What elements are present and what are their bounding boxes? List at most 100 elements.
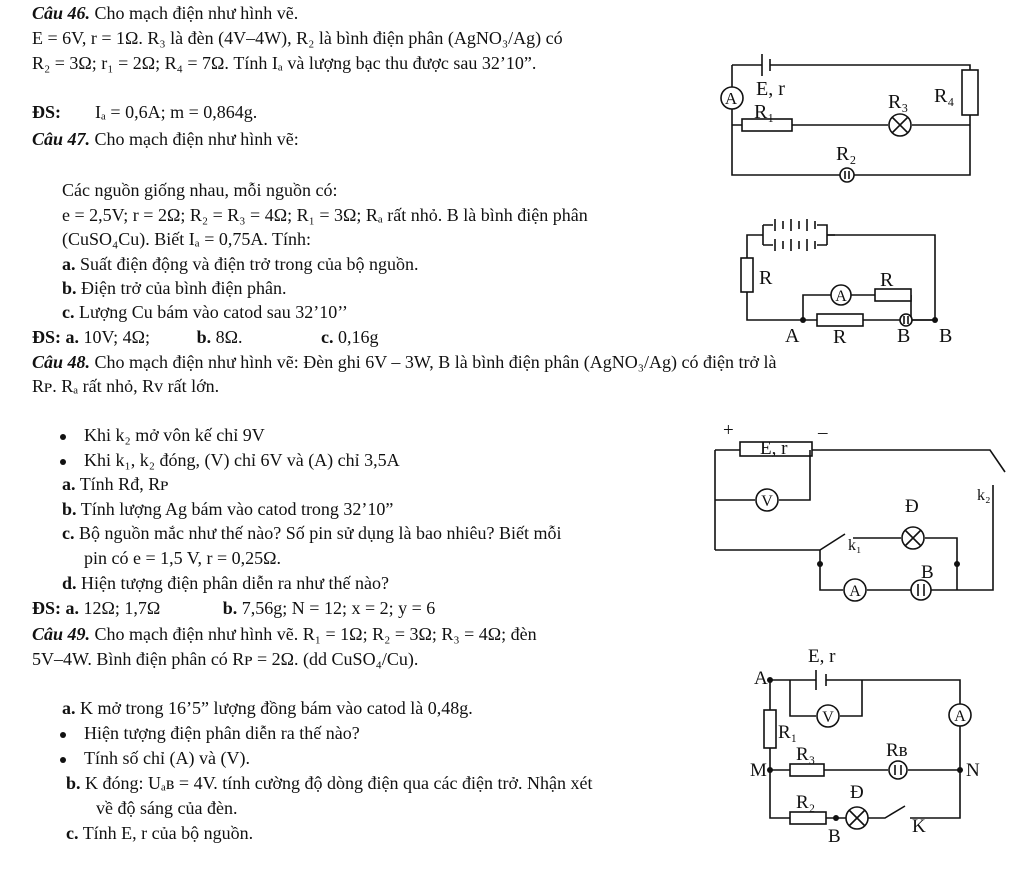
q49-bullet1: Hiện tượng điện phân diễn ra thế nào? [60, 722, 360, 744]
q49-fig-node-b: B [828, 826, 841, 845]
q47-answer-b-label: b. [196, 327, 212, 347]
q47-fig-r-bot-label: R [833, 326, 847, 348]
q48-item-a-text: Tính Rđ, Rᴘ [79, 474, 169, 494]
q49-fig-node-a: A [754, 668, 768, 689]
q48-fig-lamp-label: Đ [905, 496, 919, 517]
q49-item-a: a. K mở trong 16’5” lượng đồng bám vào c… [62, 697, 473, 719]
q47-resistor-bottom [816, 313, 864, 327]
q49-label: Câu 49. [32, 624, 91, 644]
q46-title: Cho mạch điện như hình vẽ. [94, 3, 299, 23]
q47-heading: Câu 47. Cho mạch điện như hình vẽ: [32, 128, 299, 150]
q48-answer-label: ĐS: [32, 598, 62, 618]
q48-bullet1: Khi k₂ mở vôn kế chỉ 9V [60, 424, 265, 446]
q48-item-a: a. Tính Rđ, Rᴘ [62, 473, 168, 495]
q47-resistor-r [740, 257, 754, 293]
q46-fig-source-label: E, r [756, 78, 785, 100]
q49-fig-ammeter-label: A [954, 708, 966, 725]
q49-fig-voltmeter-label: V [822, 709, 834, 726]
q47-fig-r-top-label: R [880, 269, 894, 291]
q49-item-b-line2: về độ sáng của đèn. [96, 798, 238, 818]
q47-fig-b-mid: B [897, 325, 910, 347]
q48-item-c-label: c. [62, 523, 75, 543]
q46-label: Câu 46. [32, 3, 91, 23]
q49-fig-switch-k: K [912, 816, 926, 837]
q46-answer-text: Iₐ = 0,6A; m = 0,864g. [95, 102, 258, 122]
q48-item-c-line2: pin có e = 1,5 V, r = 0,25Ω. [84, 548, 282, 568]
q48-ammeter-icon [843, 578, 867, 602]
q48-electrolyte-icon [910, 579, 932, 601]
q48-fig-ammeter-label: A [849, 583, 861, 600]
q48-fig-k1-label: k₁ [848, 537, 862, 554]
q46-resistor-r1 [741, 118, 793, 132]
q48-voltmeter-icon [755, 488, 779, 512]
q47-item-c-text: Lượng Cu bám vào catod sau 32’10’’ [79, 302, 348, 322]
q46-circuit-diagram: A E, r R₁ R₃ R₄ R₂ [720, 54, 979, 183]
q48-answer-b-label: b. [222, 598, 238, 618]
q47-item-c-label: c. [62, 302, 75, 322]
q47-answer-b: 8Ω. [215, 327, 243, 347]
q48-item-a-label: a. [62, 474, 76, 494]
q47-item-c: c. Lượng Cu bám vào catod sau 32’10’’ [62, 301, 348, 323]
q47-ammeter-icon [830, 284, 852, 306]
q49-item-a-label: a. [62, 698, 76, 718]
q49-fig-rb-label: Rʙ [886, 740, 908, 761]
q47-fig-ammeter-label: A [835, 288, 847, 305]
q49-resistor-r2 [789, 811, 827, 825]
q47-item-a-text: Suất điện động và điện trở trong của bộ … [80, 254, 419, 274]
q49-fig-node-m: M [750, 760, 767, 781]
q48-fig-b-label: B [921, 562, 934, 583]
q49-voltmeter-icon [816, 704, 840, 728]
q48-line2: Rᴘ. Rₐ rất nhỏ, Rᴠ rất lớn. [32, 376, 220, 396]
q48-answer: ĐS: a. 12Ω; 1,7Ω b. 7,56g; N = 12; x = 2… [32, 597, 435, 619]
q48-title: Cho mạch điện như hình vẽ: Đèn ghi 6V – … [94, 352, 777, 372]
q46-electrolyte-icon [839, 167, 855, 183]
q47-item-b-text: Điện trở của bình điện phân. [81, 278, 287, 298]
q47-item-a: a. Suất điện động và điện trở trong của … [62, 253, 418, 275]
q48-item-d-text: Hiện tượng điện phân diễn ra như thế nào… [81, 573, 389, 593]
q48-label: Câu 48. [32, 352, 91, 372]
q49-electrolyte-icon [888, 760, 908, 780]
q49-bullet2: Tính số chỉ (A) và (V). [60, 747, 250, 769]
q48-item-c: c. Bộ nguồn mắc như thế nào? Số pin sử d… [62, 522, 561, 544]
q47-item-b-label: b. [62, 278, 77, 298]
q49-fig-r1-label: R₁ [778, 722, 797, 743]
q47-answer-a-label: a. [65, 327, 80, 347]
q47-line2: e = 2,5V; r = 2Ω; R₂ = R₃ = 4Ω; R₁ = 3Ω;… [62, 205, 588, 225]
q48-item-b-label: b. [62, 499, 77, 519]
q46-resistor-r4 [961, 69, 979, 116]
q48-item-d-label: d. [62, 573, 77, 593]
q48-item-b-text: Tính lượng Ag bám vào catod trong 32’10” [80, 499, 394, 519]
q47-answer-c: 0,16g [337, 327, 379, 347]
q46-fig-r3-label: R₃ [888, 91, 908, 113]
q49-item-c-label: c. [66, 823, 79, 843]
q49-resistor-r1 [763, 709, 777, 749]
q47-line3: (CuSO₄Cu). Biết Iₐ = 0,75A. Tính: [62, 229, 312, 249]
q49-item-a-text: K mở trong 16’5” lượng đồng bám vào cato… [80, 698, 473, 718]
q48-answer-b: 7,56g; N = 12; x = 2; y = 6 [241, 598, 436, 618]
q49-resistor-r3 [789, 763, 825, 777]
q48-fig-voltmeter-label: V [761, 493, 773, 510]
q47-answer-a: 10V; 4Ω; [83, 327, 151, 347]
q47-line1: Các nguồn giống nhau, mỗi nguồn có: [62, 180, 338, 200]
q49-item-c-text: Tính E, r của bộ nguồn. [82, 823, 254, 843]
q47-label: Câu 47. [32, 129, 91, 149]
q46-ammeter-icon [720, 86, 744, 110]
q49-item-b-label: b. [66, 773, 81, 793]
q47-circuit-diagram: R A R R A B B [740, 219, 952, 348]
q48-fig-source-label: E, r [760, 438, 788, 459]
q49-heading: Câu 49. Cho mạch điện như hình vẽ. R₁ = … [32, 623, 537, 645]
q48-item-d: d. Hiện tượng điện phân diễn ra như thế … [62, 572, 389, 594]
q48-answer-a-label: a. [65, 598, 80, 618]
q48-heading: Câu 48. Cho mạch điện như hình vẽ: Đèn g… [32, 351, 776, 373]
q47-resistor-top [874, 288, 912, 302]
q47-battery-bank-icon [774, 219, 816, 251]
q47-item-b: b. Điện trở của bình điện phân. [62, 277, 286, 299]
q47-fig-node-a: A [785, 325, 800, 347]
q46-line1: E = 6V, r = 1Ω. R₃ là đèn (4V–4W), R₂ là… [32, 28, 563, 48]
q49-fig-source-label: E, r [808, 646, 836, 667]
q47-fig-b-right: B [939, 325, 952, 347]
q49-fig-lamp-label: Đ [850, 782, 864, 803]
q47-answer: ĐS: a. 10V; 4Ω; b. 8Ω. c. 0,16g [32, 326, 378, 348]
q48-fig-plus: + [723, 420, 734, 441]
q48-item-b: b. Tính lượng Ag bám vào catod trong 32’… [62, 498, 393, 520]
